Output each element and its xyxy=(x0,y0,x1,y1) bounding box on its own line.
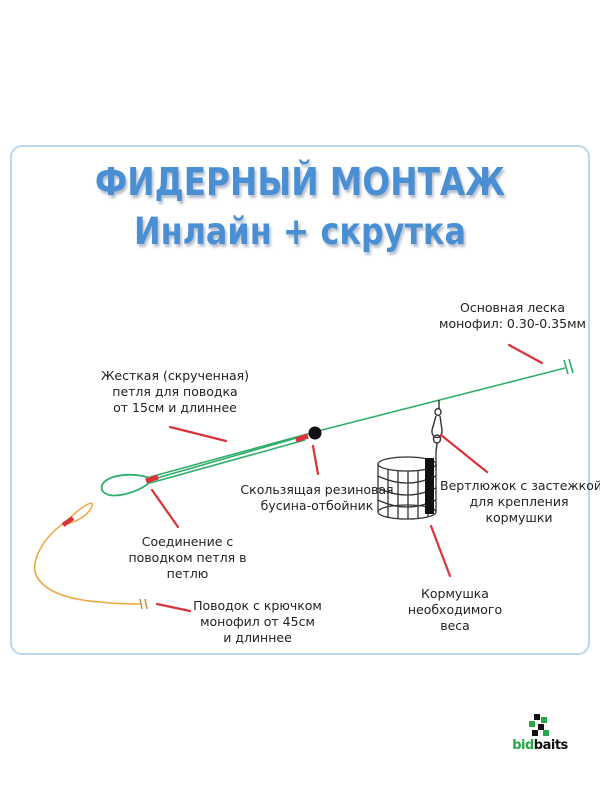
logo-mark-icon xyxy=(529,714,549,736)
line-end-marks xyxy=(563,358,574,375)
pointer-main-line xyxy=(507,343,544,365)
label-feeder-2: необходимого xyxy=(407,602,503,617)
label-feeder-1: Кормушка xyxy=(421,586,489,601)
label-connection-1: Соединение с xyxy=(141,534,234,549)
pointer-stiff-loop xyxy=(168,425,228,443)
leader-loop xyxy=(65,502,94,525)
label-leader-1: Поводок с крючком xyxy=(193,598,322,613)
label-main-line-1: Основная леска xyxy=(460,300,565,315)
label-stiff-loop-2: петля для поводка xyxy=(112,384,238,399)
label-swivel: Вертлюжок с застежкой для крепления корм… xyxy=(440,478,600,526)
label-bead-1: Скользящая резиновая xyxy=(240,482,394,497)
label-connection: Соединение с поводком петля в петлю xyxy=(115,534,260,582)
label-leader-3: и длиннее xyxy=(223,630,292,645)
label-bead: Скользящая резиновая бусина-отбойник xyxy=(232,482,402,514)
logo-text-baits: baits xyxy=(533,738,569,753)
label-bead-2: бусина-отбойник xyxy=(260,498,374,513)
pointer-bead xyxy=(311,444,320,476)
sleeve-loop xyxy=(145,474,159,484)
pointer-feeder xyxy=(429,524,452,578)
title-line-2: Инлайн + скрутка xyxy=(134,210,466,253)
logo-wordmark: bidbaits xyxy=(505,738,575,753)
pointer-leader xyxy=(155,602,192,613)
label-swivel-1: Вертлюжок с застежкой xyxy=(440,478,600,493)
leader-line xyxy=(33,521,141,605)
label-connection-3: петлю xyxy=(166,566,209,581)
label-main-line-2: монофил: 0.30-0.35мм xyxy=(439,316,586,331)
swivel xyxy=(431,400,443,453)
main-line xyxy=(149,367,566,484)
bead xyxy=(308,426,322,440)
pointer-swivel xyxy=(439,433,489,474)
label-swivel-3: кормушки xyxy=(485,510,553,525)
label-leader: Поводок с крючком монофил от 45см и длин… xyxy=(185,598,330,646)
label-stiff-loop-1: Жесткая (скрученная) xyxy=(100,368,250,383)
label-leader-2: монофил от 45см xyxy=(200,614,315,629)
label-connection-2: поводком петля в xyxy=(128,550,247,565)
bidbaits-logo: bidbaits xyxy=(505,712,575,757)
label-feeder-3: веса xyxy=(440,618,470,633)
pointer-lines xyxy=(150,343,544,613)
stiff-loop xyxy=(100,473,151,497)
diagram-card xyxy=(10,145,590,655)
hook-mark xyxy=(139,598,148,610)
leader-sleeve xyxy=(61,516,75,527)
label-feeder: Кормушка необходимого веса xyxy=(395,586,515,634)
title-line-1: ФИДЕРНЫЙ МОНТАЖ xyxy=(94,160,506,204)
sleeve-bead xyxy=(295,433,309,443)
label-stiff-loop-3: от 15см и длиннее xyxy=(113,400,237,415)
label-main-line: Основная леска монофил: 0.30-0.35мм xyxy=(430,300,595,332)
label-stiff-loop: Жесткая (скрученная) петля для поводка о… xyxy=(100,368,250,416)
feeder-weight xyxy=(425,458,434,514)
pointer-connection xyxy=(150,488,180,529)
logo-text-bid: bid xyxy=(512,738,534,753)
label-swivel-2: для крепления xyxy=(469,494,569,509)
